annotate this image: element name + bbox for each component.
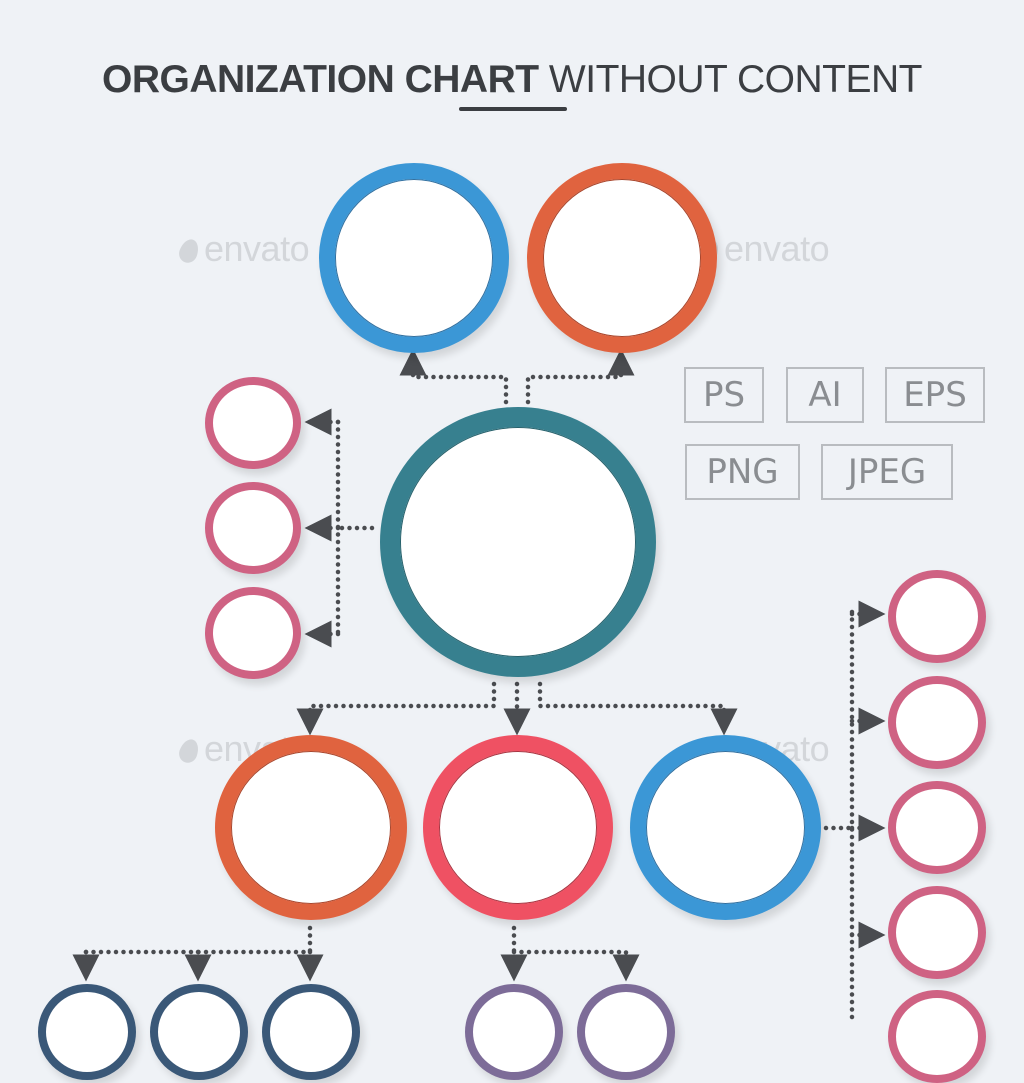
title-light: WITHOUT CONTENT xyxy=(548,58,923,101)
format-badge-eps: EPS xyxy=(885,367,985,423)
format-badge-ps: PS xyxy=(684,367,764,423)
node-inner-ring xyxy=(335,179,493,337)
org-node-bottom-1[interactable] xyxy=(38,984,136,1080)
org-node-top-right[interactable] xyxy=(527,163,717,353)
connector-lines xyxy=(72,348,886,1024)
org-node-bottom-3[interactable] xyxy=(262,984,360,1080)
org-node-mid-center[interactable] xyxy=(423,735,613,920)
org-node-mid-right[interactable] xyxy=(630,735,821,920)
node-inner-ring xyxy=(439,751,597,904)
org-node-bottom-5[interactable] xyxy=(577,984,675,1080)
org-node-center[interactable] xyxy=(380,407,656,677)
format-badge-ai: AI xyxy=(786,367,864,423)
org-node-left-3[interactable] xyxy=(205,587,301,679)
org-node-mid-left[interactable] xyxy=(215,735,407,920)
format-badge-png: PNG xyxy=(685,444,800,500)
org-node-right-5[interactable] xyxy=(888,990,986,1083)
format-badge-jpeg: JPEG xyxy=(821,444,953,500)
org-node-bottom-4[interactable] xyxy=(465,984,563,1080)
node-inner-ring xyxy=(543,179,701,337)
org-node-right-2[interactable] xyxy=(888,676,986,769)
node-inner-ring xyxy=(231,751,391,904)
page-title: ORGANIZATION CHART WITHOUT CONTENT xyxy=(0,58,1024,102)
org-node-right-4[interactable] xyxy=(888,886,986,979)
watermark: envato xyxy=(696,228,830,270)
org-node-right-3[interactable] xyxy=(888,781,986,874)
node-inner-ring xyxy=(646,751,805,904)
org-node-right-1[interactable] xyxy=(888,570,986,663)
org-node-top-left[interactable] xyxy=(319,163,509,353)
org-node-left-2[interactable] xyxy=(205,482,301,574)
title-bold: ORGANIZATION CHART xyxy=(102,58,539,101)
org-node-bottom-2[interactable] xyxy=(150,984,248,1080)
org-node-left-1[interactable] xyxy=(205,377,301,469)
node-inner-ring xyxy=(400,427,636,657)
watermark: envato xyxy=(176,228,310,270)
title-underline xyxy=(459,107,567,111)
